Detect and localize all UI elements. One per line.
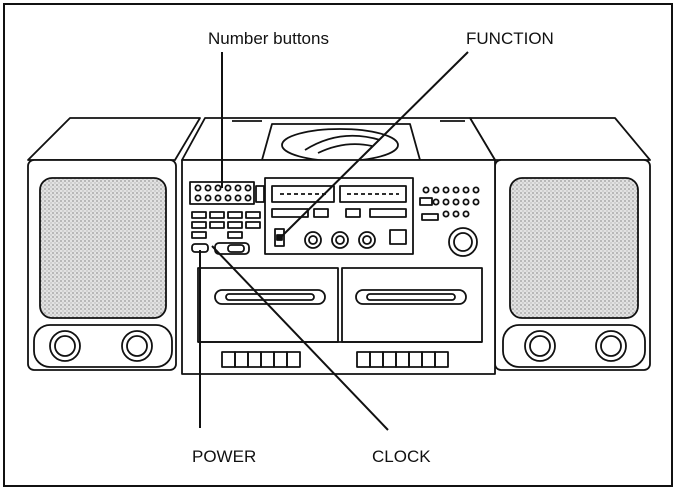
control-knob-2[interactable] xyxy=(331,231,349,249)
cassette-deck-right xyxy=(341,267,483,343)
function-leader xyxy=(281,51,469,237)
right-speaker xyxy=(469,117,651,371)
number-buttons-label: Number buttons xyxy=(208,29,329,48)
control-knob-1[interactable] xyxy=(304,231,322,249)
control-knob-3[interactable] xyxy=(358,231,376,249)
power-label: POWER xyxy=(192,447,256,466)
function-label: FUNCTION xyxy=(466,29,554,48)
number-buttons xyxy=(189,181,265,205)
right-control-buttons xyxy=(419,186,480,221)
left-control-buttons xyxy=(191,211,261,239)
clock-leader xyxy=(211,245,389,431)
display-panel xyxy=(264,177,414,255)
cassette-keys-right xyxy=(356,351,449,368)
center-unit xyxy=(181,117,496,375)
left-speaker xyxy=(27,117,201,371)
cassette-keys-left xyxy=(221,351,301,368)
clock-label: CLOCK xyxy=(372,447,431,466)
